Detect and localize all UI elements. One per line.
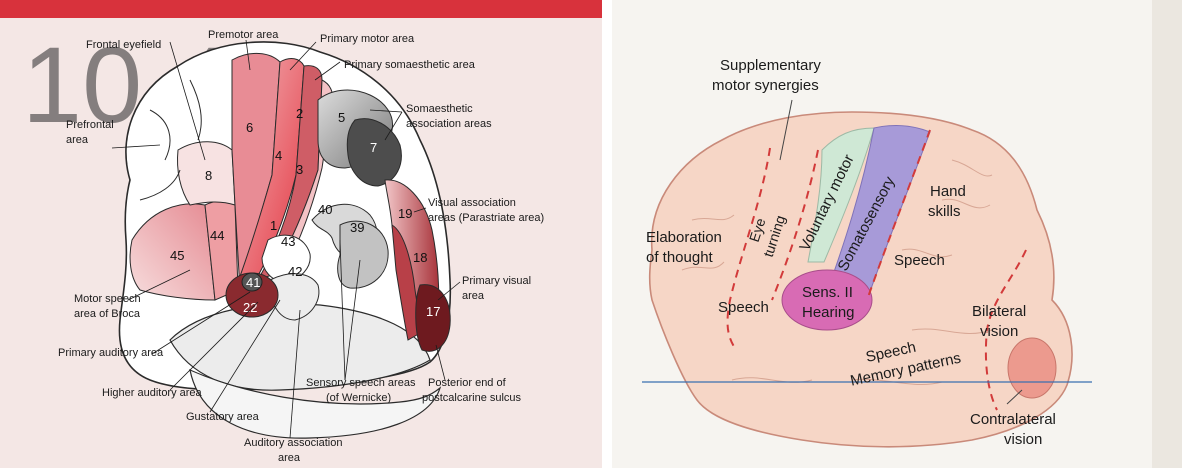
header-strip — [0, 0, 602, 18]
label-visual-assoc-line2: areas (Parastriate area) — [428, 212, 544, 224]
label-bilateral-line2: vision — [980, 323, 1018, 340]
left-textbook-brain-diagram: 10.4 6 8 4 3 2 1 5 7 40 39 19 18 17 44 4… — [0, 0, 602, 468]
label-prefrontal-line1: Prefrontal — [66, 119, 114, 131]
label-broca-line1: Motor speech — [74, 293, 141, 305]
area-number-2: 2 — [296, 106, 303, 121]
label-somaesthetic-assoc-line2: association areas — [406, 118, 492, 130]
label-posterior-end-line2: postcalcarine sulcus — [422, 392, 522, 404]
right-functional-brain-diagram: Supplementary motor synergies Elaboratio… — [612, 0, 1182, 468]
area-number-17: 17 — [426, 304, 440, 319]
area-number-41: 41 — [246, 275, 260, 290]
label-supplementary-line1: Supplementary — [720, 57, 821, 74]
label-hand-skills-line1: Hand — [930, 183, 966, 200]
label-contralateral-line1: Contralateral — [970, 411, 1056, 428]
label-sensory-speech-line2: (of Wernicke) — [326, 392, 391, 404]
area-number-39: 39 — [350, 220, 364, 235]
label-somaesthetic-assoc-line1: Somaesthetic — [406, 103, 473, 115]
area-number-8: 8 — [205, 168, 212, 183]
area-number-43: 43 — [281, 234, 295, 249]
area-number-18: 18 — [413, 250, 427, 265]
label-primary-somaesthetic-area: Primary somaesthetic area — [344, 59, 476, 71]
contralateral-vision-area — [1008, 338, 1056, 398]
area-number-5: 5 — [338, 110, 345, 125]
label-sensory-speech-line1: Sensory speech areas — [306, 377, 416, 389]
label-speech-top: Speech — [894, 252, 945, 269]
area-number-7: 7 — [370, 140, 377, 155]
area-number-40: 40 — [318, 202, 332, 217]
area-number-4: 4 — [275, 148, 282, 163]
label-primary-visual-line2: area — [462, 290, 485, 302]
label-hand-skills-line2: skills — [928, 203, 961, 220]
label-primary-motor-area: Primary motor area — [320, 33, 415, 45]
label-supplementary-line2: motor synergies — [712, 77, 819, 94]
label-bilateral-line1: Bilateral — [972, 303, 1026, 320]
label-higher-auditory-area: Higher auditory area — [102, 387, 203, 399]
label-gustatory-area: Gustatory area — [186, 411, 260, 423]
area-number-3: 3 — [296, 162, 303, 177]
area-number-42: 42 — [288, 264, 302, 279]
label-elaboration-line1: Elaboration — [646, 229, 722, 246]
area-number-22: 22 — [243, 300, 257, 315]
label-primary-auditory-area: Primary auditory area — [58, 347, 164, 359]
area-number-19: 19 — [398, 206, 412, 221]
left-diagram-svg: 10.4 6 8 4 3 2 1 5 7 40 39 19 18 17 44 4… — [0, 0, 602, 468]
label-frontal-eyefield: Frontal eyefield — [86, 39, 161, 51]
label-contralateral-line2: vision — [1004, 431, 1042, 448]
label-posterior-end-line1: Posterior end of — [428, 377, 507, 389]
page-edge — [1152, 0, 1182, 468]
label-prefrontal-line2: area — [66, 134, 89, 146]
label-visual-assoc-line1: Visual association — [428, 197, 516, 209]
label-auditory-assoc-line2: area — [278, 452, 301, 464]
label-primary-visual-line1: Primary visual — [462, 275, 531, 287]
label-speech-left: Speech — [718, 299, 769, 316]
label-sens-ii: Sens. II — [802, 284, 853, 301]
right-diagram-svg: Supplementary motor synergies Elaboratio… — [612, 0, 1182, 468]
label-hearing: Hearing — [802, 304, 855, 321]
area-number-6: 6 — [246, 120, 253, 135]
label-broca-line2: area of Broca — [74, 308, 141, 320]
area-number-1: 1 — [270, 218, 277, 233]
area-number-45: 45 — [170, 248, 184, 263]
label-auditory-assoc-line1: Auditory association — [244, 437, 342, 449]
label-elaboration-line2: of thought — [646, 249, 714, 266]
label-premotor-area: Premotor area — [208, 29, 279, 41]
area-number-44: 44 — [210, 228, 224, 243]
